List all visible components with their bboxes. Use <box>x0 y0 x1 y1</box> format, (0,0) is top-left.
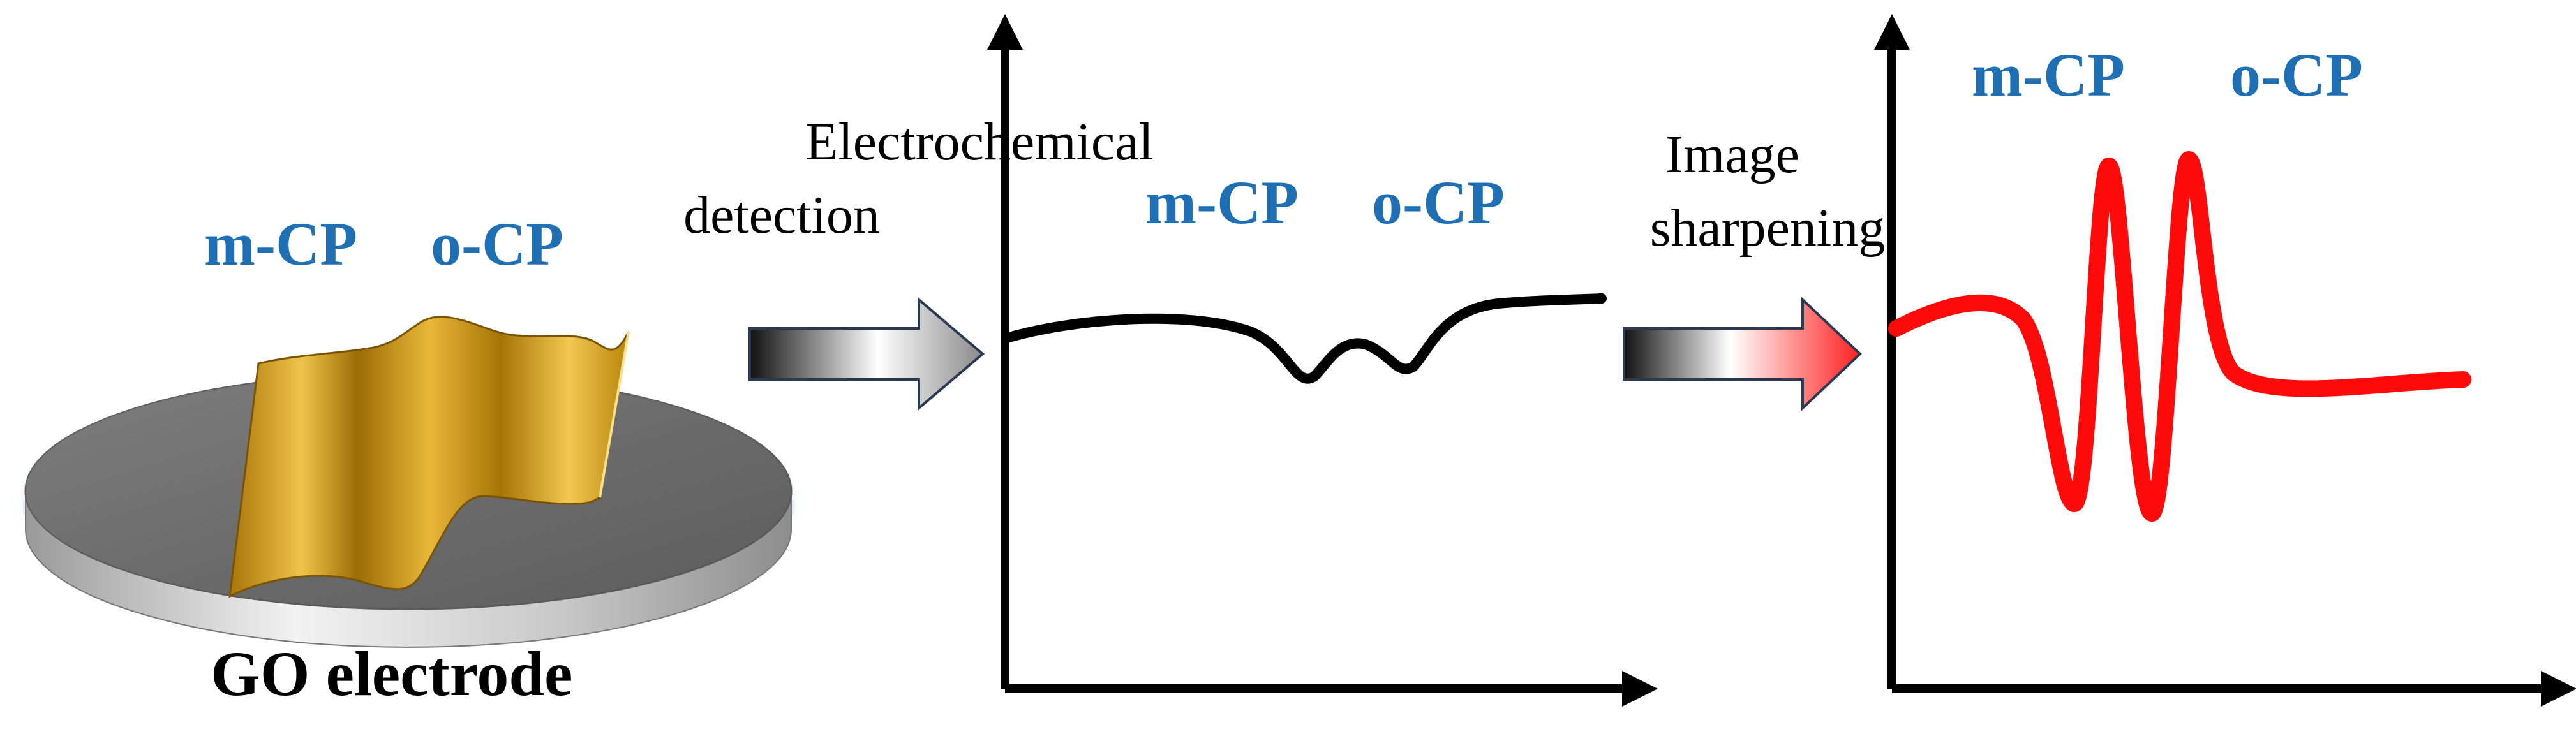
raw-plot-label-ocp: o-CP <box>1372 168 1505 237</box>
sharpened-plot-label-ocp: o-CP <box>2230 41 2363 109</box>
sharpening-arrow <box>1623 297 1862 411</box>
sharpening-caption-line1: Image <box>1665 125 1799 184</box>
sharpening-caption-line2: sharpening <box>1650 198 1886 258</box>
electrode-caption: GO electrode <box>211 638 572 709</box>
sheet-edge <box>599 331 630 498</box>
sharpened-signal-curve <box>1888 151 2471 522</box>
raw-signal-curve <box>1002 293 1607 384</box>
detection-arrow <box>748 297 985 411</box>
sharpened-plot <box>1874 13 2576 707</box>
detection-caption-line1: Electrochemical <box>805 112 1154 172</box>
graphene-oxide-sheet <box>228 316 630 598</box>
sharpened-plot-label-mcp: m-CP <box>1972 41 2125 109</box>
go-electrode <box>24 316 793 648</box>
detection-caption-line2: detection <box>683 186 880 245</box>
electrode-label-ocp: o-CP <box>431 210 563 278</box>
raw-plot <box>987 13 1658 707</box>
raw-plot-label-mcp: m-CP <box>1145 168 1299 237</box>
electrode-label-mcp: m-CP <box>204 210 357 278</box>
